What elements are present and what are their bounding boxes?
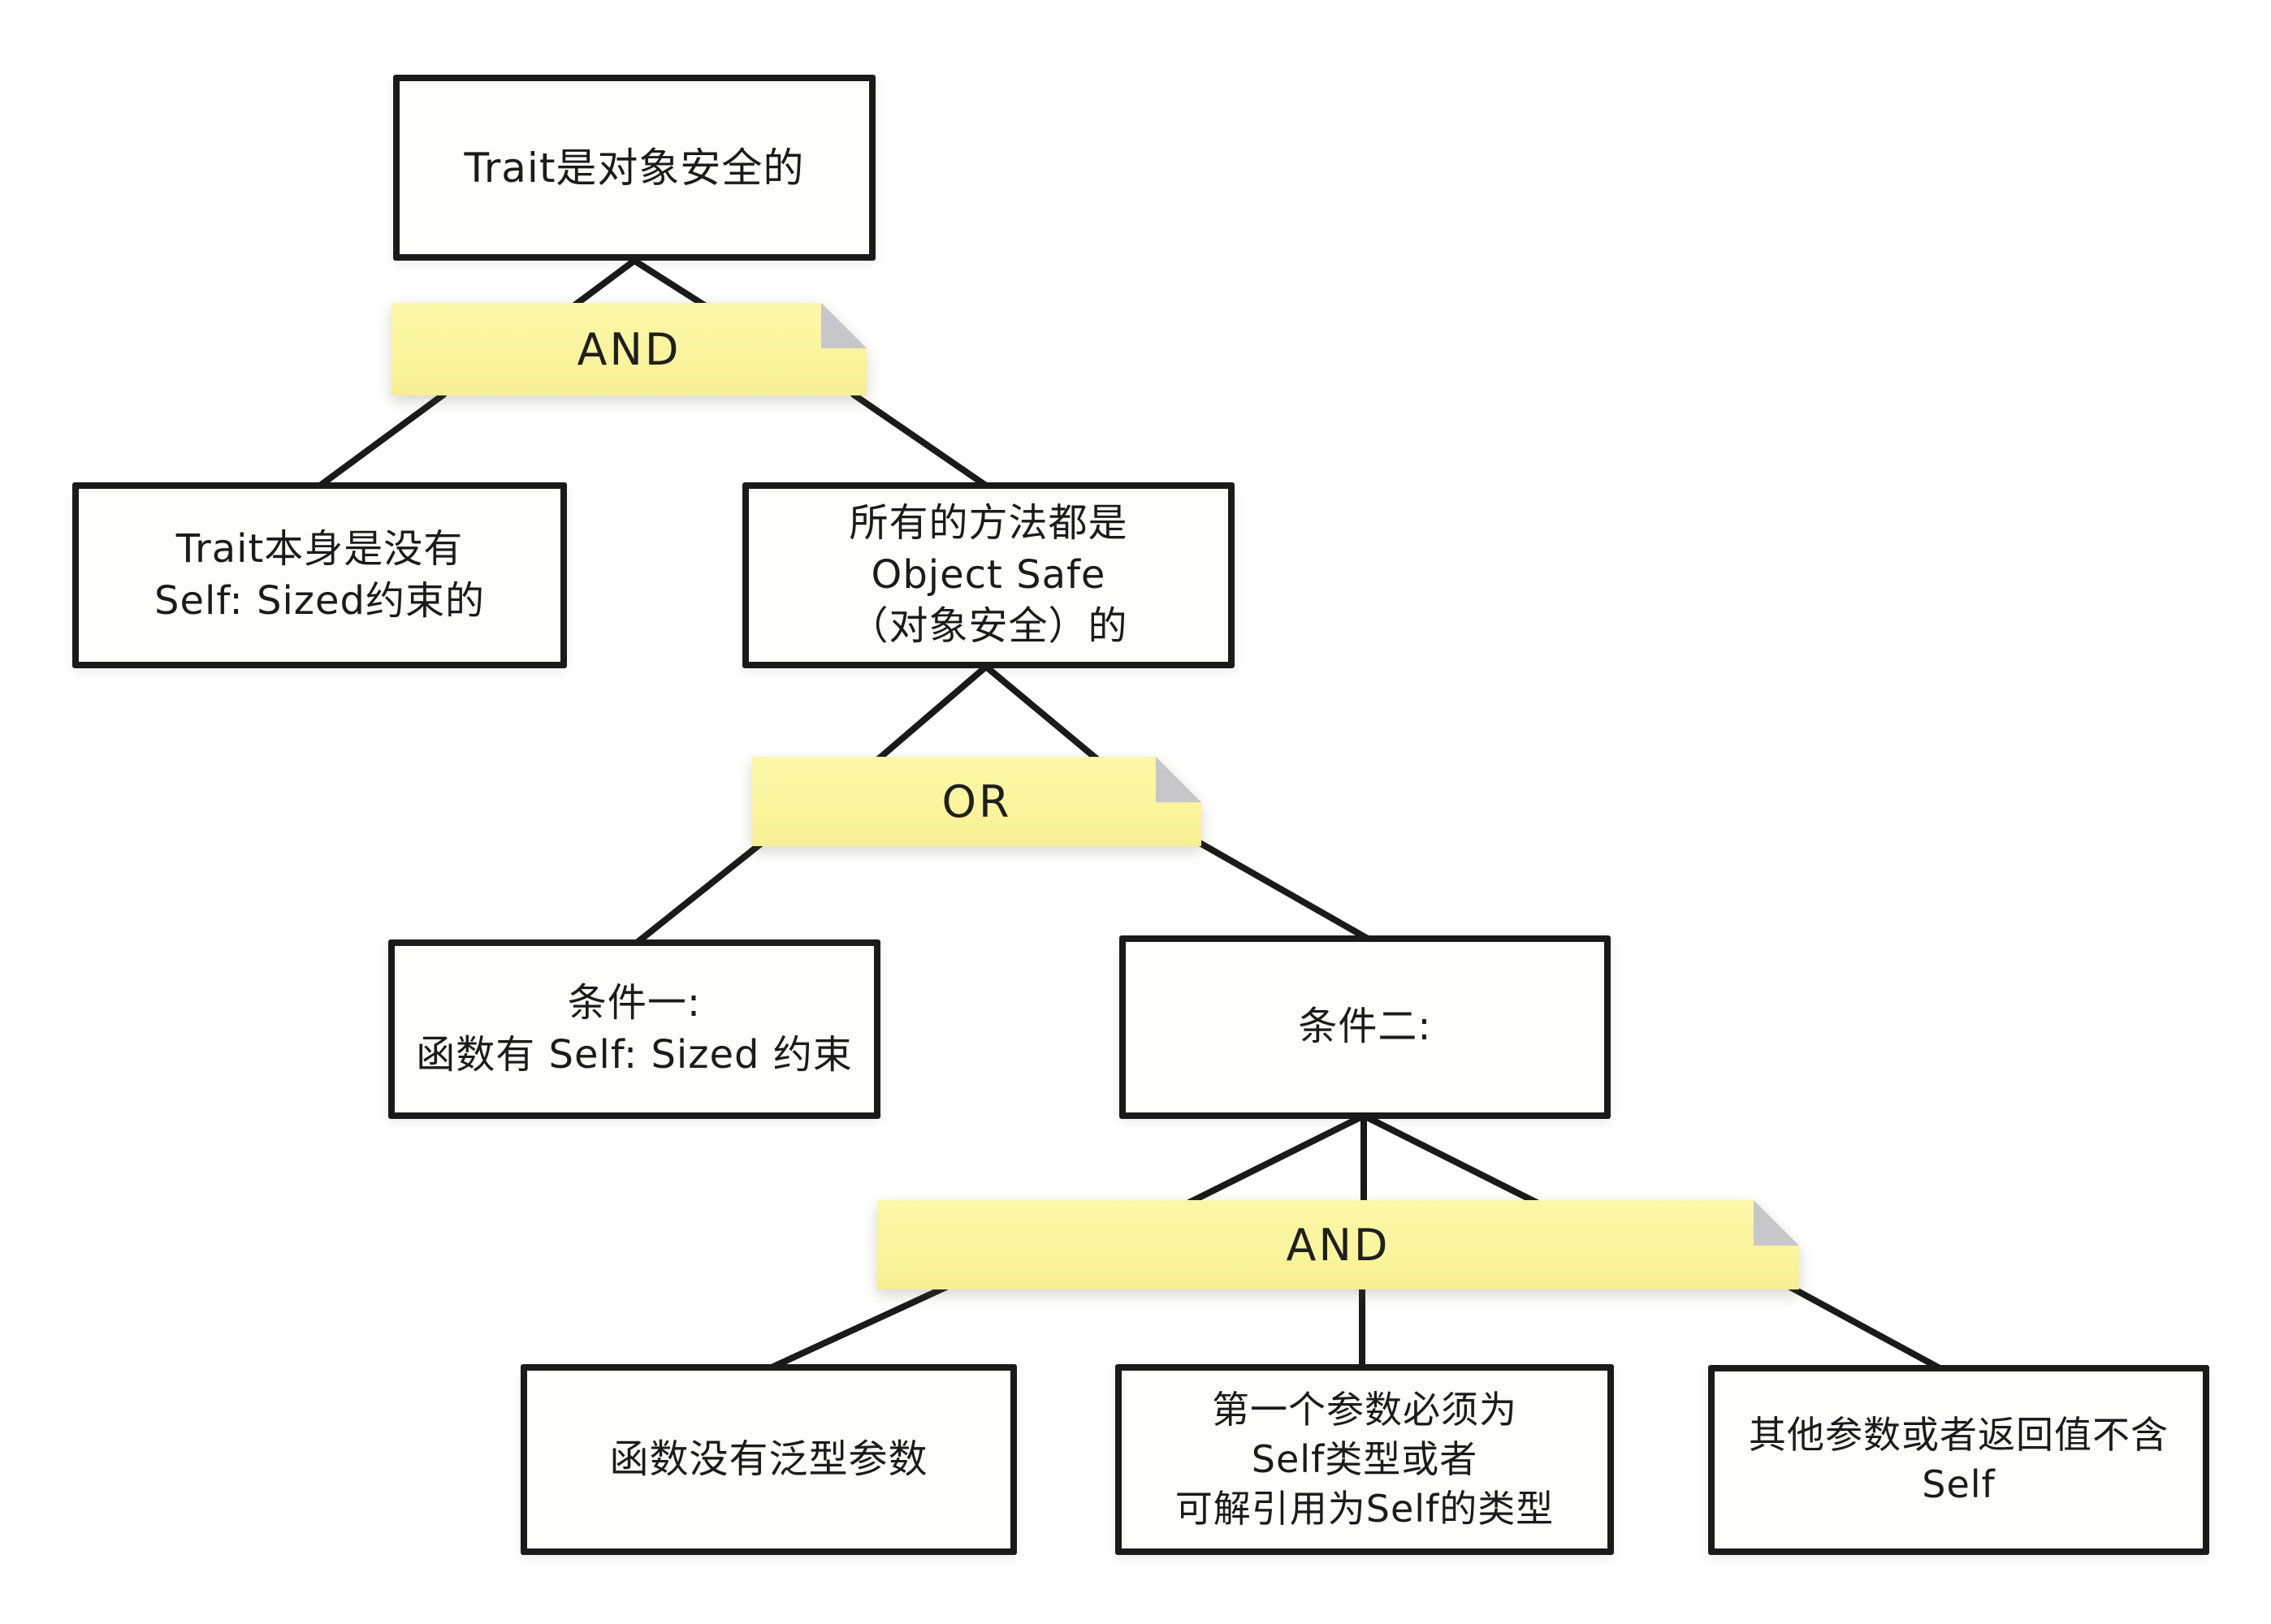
connector-cond2-and2-left: [1184, 1112, 1367, 1207]
connector-cond2-and2-right: [1360, 1112, 1542, 1207]
node-first-param-must-be-self: 第一个参数必须为 Self类型或者 可解引用为Self的类型: [1115, 1364, 1614, 1555]
connector-rightchild-or-left: [874, 663, 989, 763]
sticky-note-paper: [391, 303, 867, 395]
operator-or: OR: [752, 757, 1201, 846]
operator-label: OR: [941, 775, 1012, 827]
node-text: Self类型或者: [1251, 1437, 1478, 1482]
node-text: Self: [1922, 1462, 1996, 1506]
connector-and1-leftchild: [317, 391, 447, 489]
node-text: 其他参数或者返回值不含: [1749, 1413, 2169, 1458]
operator-label: AND: [577, 323, 681, 375]
connector-root-and1-left: [570, 257, 638, 309]
operator-and-top: AND: [391, 303, 867, 395]
node-no-self-sized-bound: Trait本身是没有 Self: Sized约束的: [72, 482, 567, 668]
node-other-params-no-self: 其他参数或者返回值不含 Self: [1708, 1365, 2209, 1555]
node-condition2: 条件二:: [1119, 935, 1611, 1119]
connector-and1-rightchild: [850, 391, 989, 489]
connector-or-cond2: [1196, 840, 1371, 942]
connector-rightchild-or-right: [983, 663, 1101, 763]
node-condition1-self-sized: 条件一: 函数有 Self: Sized 约束: [388, 939, 880, 1119]
node-text: Trait是对象安全的: [464, 144, 805, 192]
node-text: Trait本身是没有: [175, 526, 464, 572]
sticky-note-paper: [752, 757, 1201, 846]
connector-and2-leaf1: [768, 1284, 949, 1371]
node-text: Object Safe: [871, 551, 1106, 598]
connector-and2-leaf3: [1787, 1284, 1944, 1372]
node-all-methods-object-safe: 所有的方法都是 Object Safe （对象安全）的: [742, 482, 1235, 668]
node-text: 函数有 Self: Sized 约束: [416, 1031, 853, 1078]
node-text: 可解引用为Self的类型: [1174, 1486, 1555, 1531]
node-text: 函数没有泛型参数: [609, 1436, 928, 1482]
node-text: Self: Sized约束的: [154, 577, 485, 624]
operator-label: AND: [1286, 1219, 1391, 1271]
connector-root-and1-right: [631, 257, 709, 309]
sticky-note-paper: [877, 1200, 1799, 1289]
connector-or-cond1: [634, 840, 765, 946]
operator-and-bottom: AND: [877, 1200, 1799, 1289]
node-text: 第一个参数必须为: [1212, 1388, 1517, 1432]
node-no-generic-params: 函数没有泛型参数: [521, 1364, 1017, 1555]
node-text: （对象安全）的: [849, 603, 1128, 650]
node-text: 条件一:: [567, 980, 702, 1026]
node-root-trait-object-safe: Trait是对象安全的: [393, 75, 876, 261]
node-text: 所有的方法都是: [849, 500, 1128, 546]
node-text: 条件二:: [1298, 1004, 1432, 1050]
